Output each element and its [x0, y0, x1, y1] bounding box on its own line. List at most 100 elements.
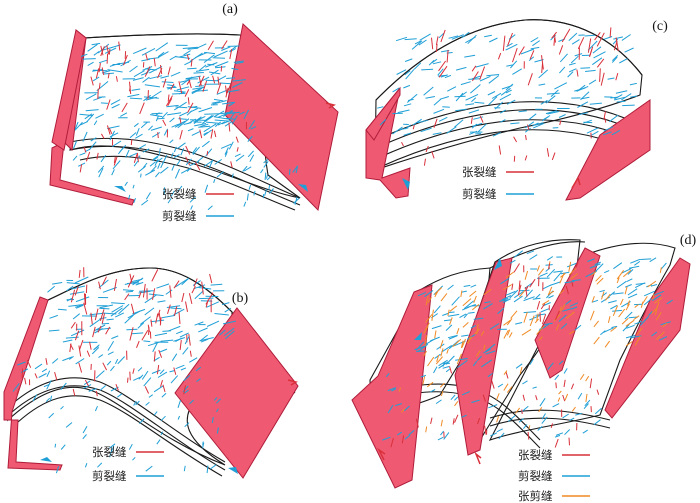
fracture-stroke — [442, 106, 450, 108]
fracture-stroke — [179, 340, 182, 351]
fracture-stroke — [558, 390, 562, 395]
fracture-stroke — [185, 75, 201, 80]
fracture-stroke — [171, 353, 178, 361]
fracture-stroke — [600, 72, 605, 86]
fracture-stroke — [89, 318, 101, 328]
fracture-stroke — [385, 372, 390, 378]
fracture-stroke — [260, 169, 264, 174]
fracture-stroke — [150, 126, 162, 131]
fracture-stroke — [95, 390, 98, 397]
fracture-stroke — [475, 63, 489, 68]
fracture-stroke — [529, 50, 535, 60]
fracture-stroke — [636, 327, 643, 336]
fracture-stroke — [143, 94, 152, 102]
fracture-stroke — [577, 101, 589, 108]
fracture-stroke — [562, 413, 569, 419]
fracture-stroke — [188, 293, 193, 305]
fracture-stroke — [162, 119, 167, 126]
fracture-stroke — [174, 168, 180, 179]
fracture-stroke — [510, 122, 520, 125]
fracture-stroke — [86, 113, 95, 123]
fracture-stroke — [160, 380, 163, 387]
fracture-stroke — [133, 400, 137, 406]
fracture-stroke — [185, 301, 188, 312]
fracture-stroke — [98, 63, 101, 73]
fracture-stroke — [34, 373, 38, 379]
fracture-stroke — [170, 190, 175, 197]
fracture-stroke — [153, 411, 158, 416]
fracture-stroke — [602, 131, 612, 136]
fracture-stroke — [173, 280, 180, 289]
fracture-stroke — [133, 70, 145, 78]
fracture-stroke — [190, 119, 206, 121]
panel-d-legend: 张裂缝 剪裂缝 张剪缝 — [518, 448, 590, 503]
fracture-stroke — [542, 284, 551, 290]
fracture-stroke — [129, 97, 143, 100]
fracture-stroke — [194, 123, 207, 127]
fracture-stroke — [213, 130, 217, 138]
fracture-stroke — [143, 96, 159, 99]
fracture-stroke — [202, 441, 204, 446]
fracture-stroke — [471, 399, 480, 403]
fracture-stroke — [491, 92, 502, 99]
fracture-stroke — [398, 387, 401, 392]
fracture-stroke — [189, 350, 192, 357]
fracture-stroke — [408, 429, 415, 436]
fracture-stroke — [185, 156, 191, 166]
fracture-stroke — [60, 382, 67, 391]
fracture-stroke — [579, 373, 585, 380]
fracture-stroke — [95, 68, 100, 79]
fracture-stroke — [161, 81, 174, 83]
fracture-stroke — [106, 99, 111, 110]
fracture-stroke — [176, 86, 190, 91]
fracture-stroke — [425, 314, 433, 323]
fracture-stroke — [558, 314, 567, 322]
fracture-stroke — [503, 370, 508, 375]
fracture-stroke — [75, 296, 90, 303]
fracture-stroke — [611, 129, 621, 136]
fracture-stroke — [420, 127, 432, 133]
fracture-stroke — [133, 376, 142, 381]
fracture-stroke — [106, 360, 112, 366]
fracture-stroke — [89, 341, 92, 350]
panel-d-legend-tension-label: 张裂缝 — [518, 448, 553, 462]
fracture-stroke — [613, 36, 624, 40]
fracture-stroke — [567, 262, 577, 268]
fracture-stroke — [651, 331, 658, 337]
fracture-stroke — [613, 262, 623, 270]
fracture-stroke — [163, 191, 166, 195]
fracture-stroke — [182, 347, 189, 355]
fracture-stroke — [484, 301, 491, 304]
fracture-stroke — [205, 292, 214, 305]
fracture-stroke — [582, 429, 588, 434]
fracture-stroke — [483, 303, 493, 310]
fracture-stroke — [179, 116, 182, 124]
fracture-stroke — [157, 162, 161, 169]
fracture-stroke — [496, 428, 503, 433]
fracture-stroke — [611, 325, 618, 328]
fracture-stroke — [133, 47, 147, 55]
fracture-stroke — [612, 309, 623, 312]
fracture-stroke — [571, 406, 576, 412]
fracture-stroke — [84, 113, 93, 120]
fracture-stroke — [107, 351, 114, 356]
fracture-stroke — [625, 319, 635, 327]
fracture-stroke — [90, 137, 97, 142]
fracture-stroke — [519, 289, 526, 298]
fracture-stroke — [108, 48, 111, 55]
fracture-stroke — [529, 254, 538, 260]
fracture-stroke — [231, 115, 238, 125]
fracture-stroke — [505, 89, 512, 94]
fracture-stroke — [523, 424, 528, 430]
fracture-stroke — [87, 43, 98, 52]
panel-b: (b) 张裂缝 剪裂缝 — [3, 267, 299, 483]
fracture-stroke — [160, 65, 163, 75]
fracture-stroke — [610, 304, 618, 310]
fracture-stroke — [109, 443, 116, 449]
fracture-stroke — [221, 40, 228, 50]
fracture-stroke — [529, 278, 536, 288]
fracture-stroke — [451, 296, 460, 306]
fracture-stroke — [38, 373, 47, 378]
fracture-stroke — [625, 284, 632, 288]
fracture-stroke — [144, 84, 160, 88]
